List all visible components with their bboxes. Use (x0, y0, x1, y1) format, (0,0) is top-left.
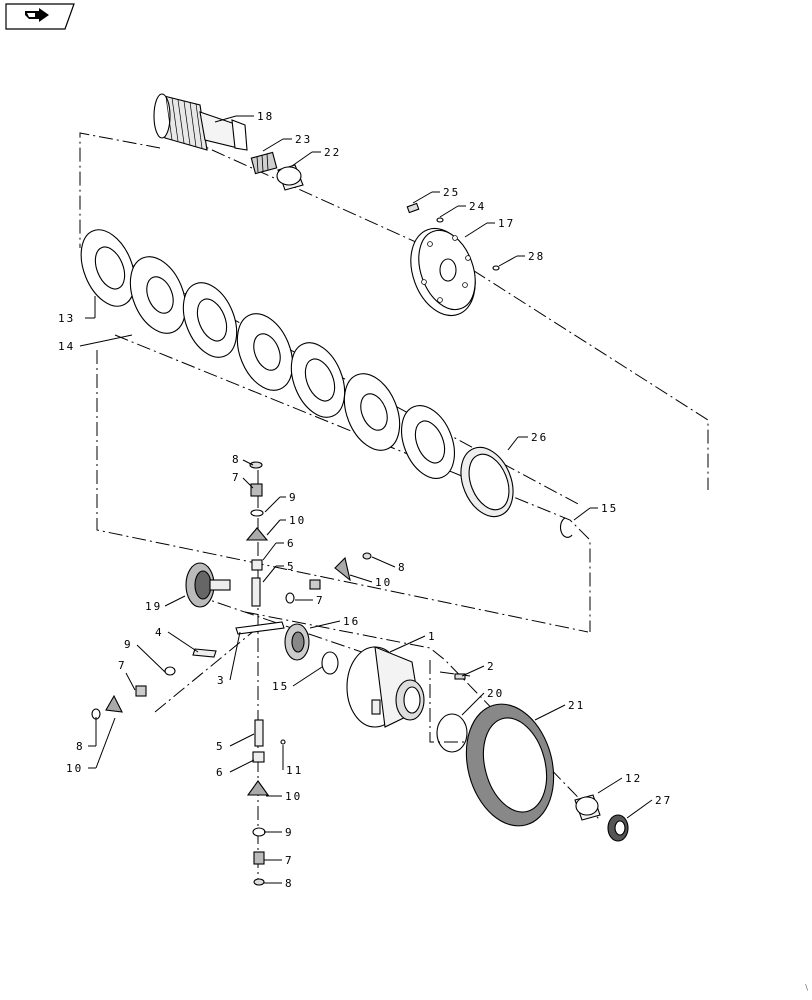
back-arrow-icon (5, 3, 75, 30)
callout-23: 23 (295, 133, 312, 146)
leader-lines (79, 115, 653, 884)
left-pinion-set (91, 666, 176, 720)
part-21-ring-gear (465, 703, 555, 827)
callout-1: 1 (428, 630, 437, 643)
callout-10-left: 10 (66, 762, 83, 775)
callout-7-right: 7 (316, 594, 325, 607)
callout-3: 3 (217, 674, 226, 687)
part-19-side-gear (185, 562, 231, 608)
part-2-bolt (454, 673, 466, 680)
part-23-bearing (250, 151, 278, 175)
callout-13: 13 (58, 312, 75, 325)
callout-6-lower: 6 (216, 766, 225, 779)
callout-8-lower: 8 (285, 877, 294, 890)
callout-4: 4 (155, 626, 164, 639)
part-26-piston (460, 446, 514, 518)
callouts: 18 23 22 25 24 17 28 13 14 26 15 8 7 9 1… (58, 110, 672, 890)
callout-2: 2 (487, 660, 496, 673)
clutch-plate-c (290, 342, 346, 418)
part-20-o-ring (436, 713, 468, 753)
callout-8-upper: 8 (232, 453, 241, 466)
friction-disc-c (343, 373, 401, 451)
part-12-cup (574, 794, 601, 821)
callout-19: 19 (145, 600, 162, 613)
part-24-washer (436, 217, 444, 223)
part-3-cross-shaft (235, 621, 285, 635)
part-27-bearing (607, 814, 629, 842)
callout-9-lower: 9 (285, 826, 294, 839)
callout-9-left: 9 (124, 638, 133, 651)
callout-25: 25 (443, 186, 460, 199)
callout-16: 16 (343, 615, 360, 628)
part-18-shaft (153, 93, 248, 151)
part-17-flange-plate (410, 227, 476, 317)
callout-8-right: 8 (398, 561, 407, 574)
callout-21: 21 (568, 699, 585, 712)
callout-10-right: 10 (375, 576, 392, 589)
callout-5-upper: 5 (287, 560, 296, 573)
corner-mark: \ (805, 983, 808, 992)
callout-8-left: 8 (76, 740, 85, 753)
part-1-diff-case (346, 646, 425, 728)
part-4-pin (192, 648, 217, 658)
friction-disc-b (236, 313, 294, 391)
callout-7-lower: 7 (285, 854, 294, 867)
callout-15-lower: 15 (272, 680, 289, 693)
callout-24: 24 (469, 200, 486, 213)
callout-17: 17 (498, 217, 515, 230)
callout-6-upper: 6 (287, 537, 296, 550)
callout-10-upper: 10 (289, 514, 306, 527)
part-15-snap-ring-upper (559, 517, 573, 538)
friction-disc-14 (129, 256, 187, 334)
right-pinion-set (285, 552, 372, 604)
clutch-plate-b (182, 282, 238, 358)
part-25-bolt (406, 202, 420, 214)
back-button[interactable] (5, 3, 75, 30)
callout-14: 14 (58, 340, 75, 353)
clutch-plate-13 (80, 229, 136, 307)
callout-15-upper: 15 (601, 502, 618, 515)
upper-pinion-stack (245, 461, 269, 607)
part-16-side-gear (284, 623, 310, 661)
callout-20: 20 (487, 687, 504, 700)
callout-22: 22 (324, 146, 341, 159)
part-28-pin (492, 265, 500, 271)
callout-5-lower: 5 (216, 740, 225, 753)
callout-11: 11 (286, 764, 303, 777)
callout-28: 28 (528, 250, 545, 263)
callout-18: 18 (257, 110, 274, 123)
callout-10-lower: 10 (285, 790, 302, 803)
callout-26: 26 (531, 431, 548, 444)
callout-9-upper: 9 (289, 491, 298, 504)
part-22-cup (276, 164, 304, 191)
clutch-plate-d (401, 405, 455, 479)
callout-7-left: 7 (118, 659, 127, 672)
callout-7-upper: 7 (232, 471, 241, 484)
callout-27: 27 (655, 794, 672, 807)
callout-12: 12 (625, 772, 642, 785)
part-15-thrust-washer (321, 651, 339, 675)
